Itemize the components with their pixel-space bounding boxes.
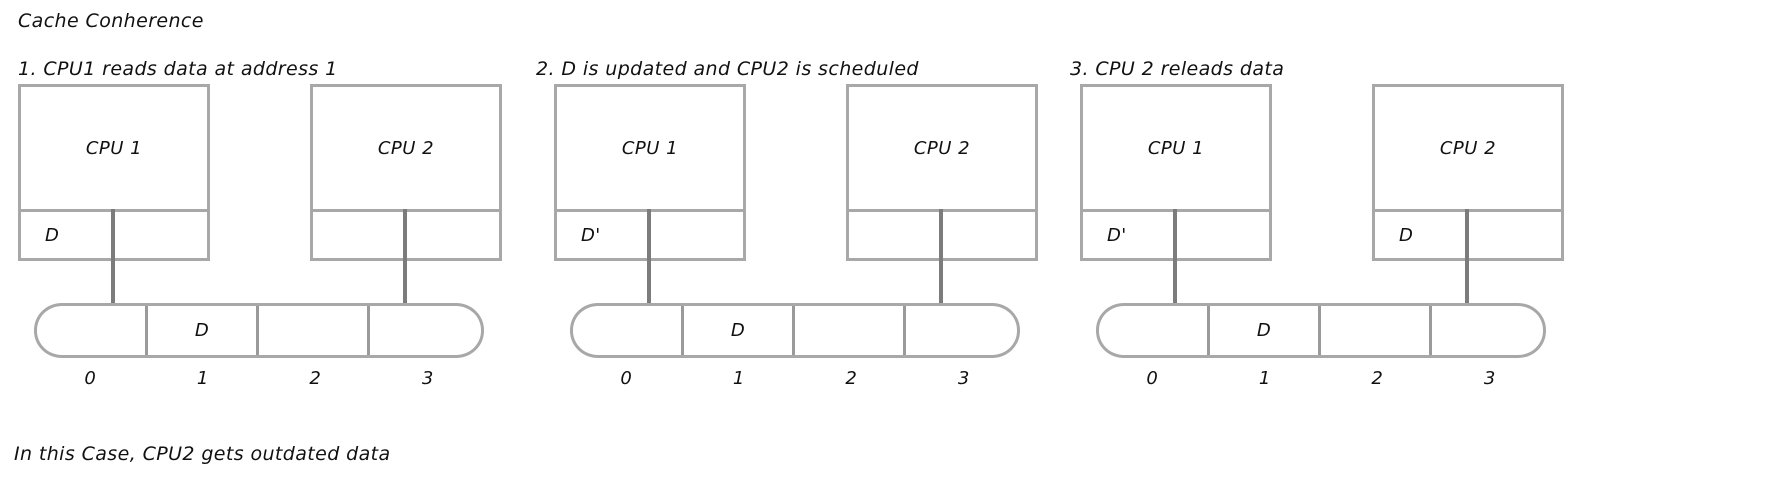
bus-connector-cpu1 [647,209,651,307]
memory-cell-1: D [148,306,259,355]
cache-cell-left: D [1375,212,1468,258]
bus-connector-cpu1 [111,209,115,307]
memory-bar-2: D [570,303,1020,358]
cache-cell-left: D' [1083,212,1176,258]
memory-cell-1: D [1210,306,1321,355]
cache-cell-left [313,212,406,258]
memory-cell-3 [1432,306,1543,355]
memory-cell-3 [906,306,1017,355]
address-label-3: 3 [957,368,970,389]
cpu-label: CPU 2 [913,137,971,159]
cpu-label: CPU 1 [85,137,143,159]
page-title: Cache Conherence [18,10,204,32]
memory-bar-3: D [1096,303,1546,358]
cache-cell-left [849,212,942,258]
bus-connector-cpu1 [1173,209,1177,307]
cache-cell-left: D' [557,212,650,258]
step-group-3: 3. CPU 2 releads data CPU 1 D' CPU 2 D D [1062,0,1582,493]
bus-connector-cpu2 [403,209,407,307]
address-labels-3: 0 1 2 3 [1096,368,1546,389]
memory-cell-3 [370,306,481,355]
cache-cell-right [1176,212,1269,258]
cpu-label: CPU 1 [1147,137,1205,159]
bottom-note: In this Case, CPU2 gets outdated data [14,443,391,465]
cpu-label: CPU 2 [1439,137,1497,159]
cpu-box-1-cpu1: CPU 1 [18,84,210,209]
address-label-1: 1 [1258,368,1271,389]
address-label-2: 2 [845,368,858,389]
address-label-0: 0 [620,368,633,389]
memory-cell-0 [573,306,684,355]
step-caption-2: 2. D is updated and CPU2 is scheduled [536,58,919,80]
cpu-box-3-cpu1: CPU 1 [1080,84,1272,209]
cache-cell-right [406,212,499,258]
step-caption-3: 3. CPU 2 releads data [1070,58,1285,80]
address-labels-1: 0 1 2 3 [34,368,484,389]
step-group-1: 1. CPU1 reads data at address 1 CPU 1 D … [0,0,520,493]
step-caption-1: 1. CPU1 reads data at address 1 [18,58,338,80]
bus-connector-cpu2 [1465,209,1469,307]
memory-bar-1: D [34,303,484,358]
address-label-0: 0 [1146,368,1159,389]
cpu-label: CPU 1 [621,137,679,159]
memory-cell-1: D [684,306,795,355]
cpu-unit-3-cpu2: CPU 2 D [1372,84,1564,261]
cpu-unit-1-cpu2: CPU 2 [310,84,502,261]
address-label-1: 1 [196,368,209,389]
cache-cell-left: D [21,212,114,258]
cpu-box-1-cpu2: CPU 2 [310,84,502,209]
cpu-label: CPU 2 [377,137,435,159]
address-label-3: 3 [1483,368,1496,389]
memory-cell-0 [37,306,148,355]
cache-cell-right [1468,212,1561,258]
address-label-3: 3 [421,368,434,389]
memory-cell-0 [1099,306,1210,355]
address-label-2: 2 [1371,368,1384,389]
cache-cell-right [650,212,743,258]
address-labels-2: 0 1 2 3 [570,368,1020,389]
bus-connector-cpu2 [939,209,943,307]
cache-cell-right [942,212,1035,258]
address-label-1: 1 [732,368,745,389]
cpu-box-3-cpu2: CPU 2 [1372,84,1564,209]
cpu-box-2-cpu2: CPU 2 [846,84,1038,209]
memory-cell-2 [259,306,370,355]
cache-cell-right [114,212,207,258]
memory-cell-2 [795,306,906,355]
memory-cell-2 [1321,306,1432,355]
cpu-unit-3-cpu1: CPU 1 D' [1080,84,1272,261]
address-label-2: 2 [309,368,322,389]
cpu-unit-2-cpu1: CPU 1 D' [554,84,746,261]
step-group-2: 2. D is updated and CPU2 is scheduled CP… [536,0,1056,493]
cpu-box-2-cpu1: CPU 1 [554,84,746,209]
address-label-0: 0 [84,368,97,389]
